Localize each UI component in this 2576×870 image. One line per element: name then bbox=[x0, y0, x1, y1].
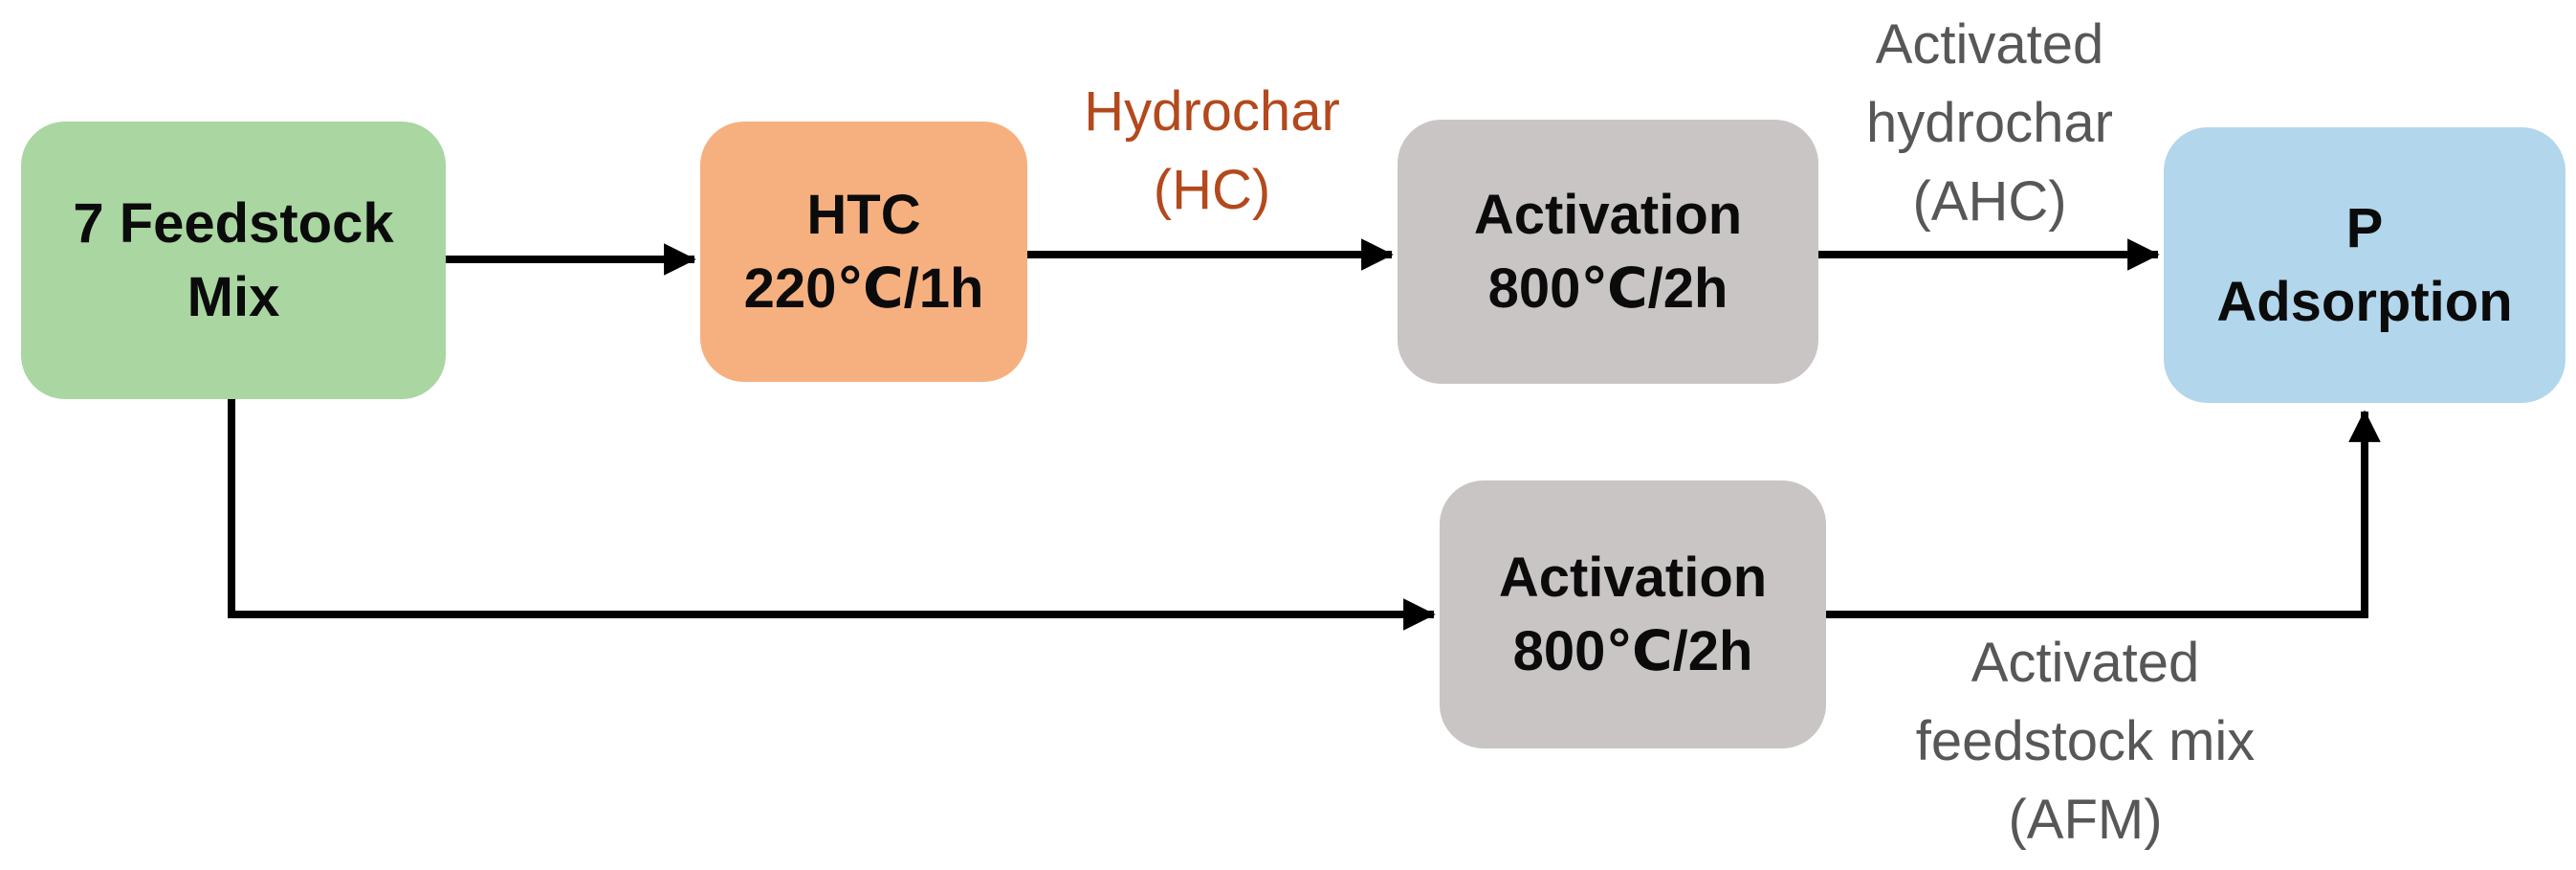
box-text-line: Mix bbox=[187, 266, 280, 328]
activation-feedstock-box: Activation 800℃/2h bbox=[1440, 480, 1826, 748]
activated-hydrochar-label: Activated hydrochar (AHC) bbox=[1789, 6, 2191, 241]
box-text-line: 220℃/1h bbox=[743, 257, 984, 320]
label-text-line: (AFM) bbox=[2008, 789, 2163, 851]
box-text-line: HTC bbox=[806, 184, 921, 246]
box-text-line: 800℃/2h bbox=[1512, 620, 1753, 682]
arrow-feedstock-to-activation-2 bbox=[228, 399, 1436, 631]
box-text-line: P bbox=[2345, 197, 2384, 259]
label-text-line: feedstock mix bbox=[1915, 710, 2256, 772]
label-text-line: Activated bbox=[1875, 13, 2104, 76]
label-text-line: Activated bbox=[1971, 632, 2200, 694]
box-text-line: 800℃/2h bbox=[1487, 257, 1728, 320]
arrow-activation-2-to-adsorption bbox=[1826, 410, 2381, 618]
box-text-line: Adsorption bbox=[2216, 271, 2513, 333]
box-text-line: Activation bbox=[1473, 184, 1743, 246]
activated-feedstock-mix-label: Activated feedstock mix (AFM) bbox=[1870, 624, 2301, 859]
label-text-line: hydrochar bbox=[1866, 92, 2113, 154]
activation-hydrochar-box: Activation 800℃/2h bbox=[1398, 120, 1818, 384]
label-text-line: Hydrochar bbox=[1084, 80, 1340, 143]
box-text-line: Activation bbox=[1498, 547, 1768, 609]
feedstock-mix-box: 7 Feedstock Mix bbox=[21, 122, 446, 399]
p-adsorption-box: P Adsorption bbox=[2164, 127, 2565, 403]
hydrochar-label: Hydrochar (HC) bbox=[1011, 73, 1413, 230]
label-text-line: (HC) bbox=[1153, 159, 1271, 221]
htc-box: HTC 220℃/1h bbox=[700, 122, 1027, 382]
label-text-line: (AHC) bbox=[1912, 170, 2067, 233]
box-text-line: 7 Feedstock bbox=[73, 192, 394, 255]
